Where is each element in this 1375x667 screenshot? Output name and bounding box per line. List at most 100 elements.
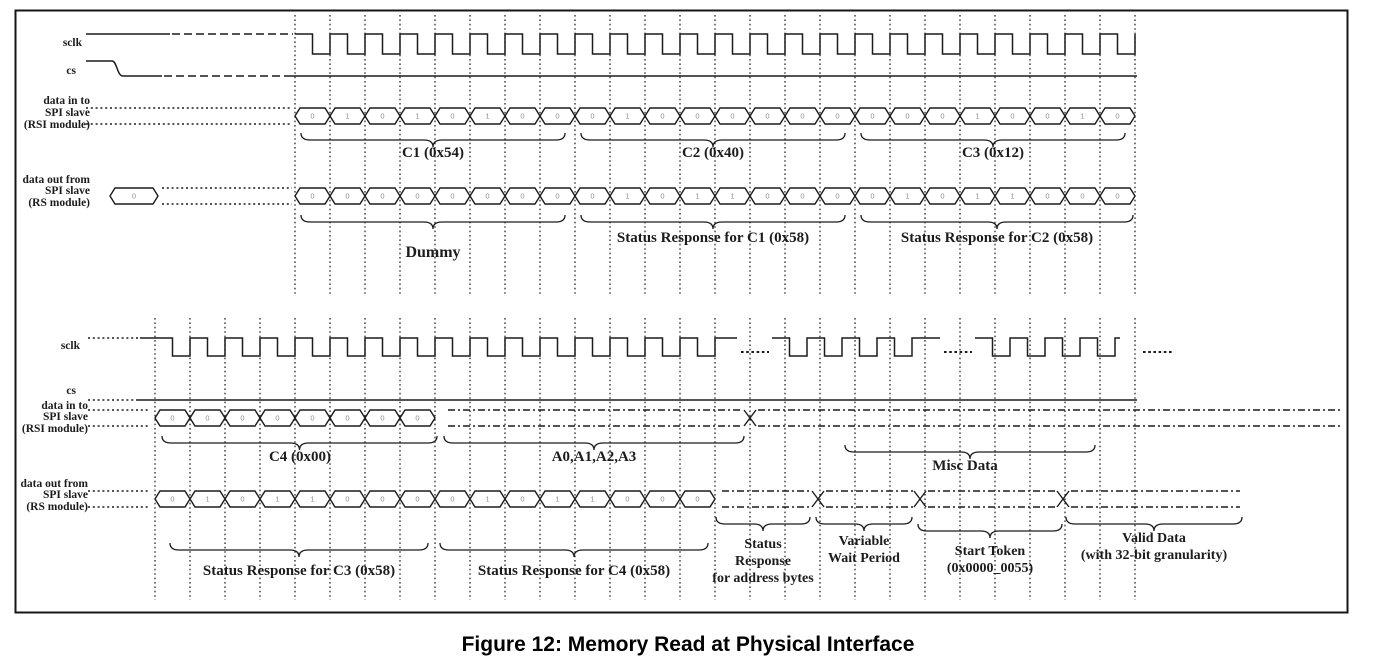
bit-value: 1 [625,192,629,201]
p1-data-in-label-line3: (RSI module) [24,119,90,131]
bit-value: 0 [730,112,734,121]
p2-data-out-label-line1: data out from [20,478,88,490]
bit-value: 0 [660,192,664,201]
p1-data-in-brace-0 [300,132,566,148]
bit-value: 0 [800,192,804,201]
bit-value: 0 [520,495,524,504]
bit-value: 0 [240,414,244,423]
bit-value: 0 [555,112,559,121]
p2-gridlines [154,318,1136,600]
p1-data-out-label-line2: SPI slave [45,185,90,197]
bit-value: 0 [1045,112,1049,121]
bit-value: 0 [1045,192,1049,201]
bit-value: 0 [450,192,454,201]
p2-sclk-wave-seg2 [772,337,940,357]
bit-value: 0 [415,495,419,504]
bit-cell [679,490,716,508]
p1-data-out-brace-0 [300,214,566,230]
p2-data-out-x-2 [913,490,927,508]
p1-data-out-group-label-1: Status Response for C1 (0x58) [617,230,809,246]
bit-value: 0 [415,414,419,423]
bit-value: 0 [520,112,524,121]
bit-value: 0 [835,112,839,121]
bit-value: 0 [310,192,314,201]
bit-value: 0 [450,112,454,121]
bit-value: 1 [345,112,349,121]
bit-value: 0 [345,414,349,423]
p2-data-out-group-label-0: Status Response for C3 (0x58) [203,563,395,579]
bit-value: 0 [132,192,136,201]
p2-data-in-region-label-addr: A0,A1,A2,A3 [552,449,637,465]
p2-data-out-region-brace-2 [917,523,1063,539]
bit-value: 0 [1080,192,1084,201]
bit-cell [1099,107,1136,125]
p2-data-in-group-label-c4: C4 (0x00) [269,449,331,465]
p2-data-out-region-label-3: Valid Data(with 32-bit granularity) [1081,531,1228,563]
p1-data-in-group-label-1: C2 (0x40) [682,145,744,161]
bit-value: 0 [905,112,909,121]
p1-data-out-label-line1: data out from [22,174,90,186]
p1-sclk-label: sclk [63,37,83,49]
bit-value: 1 [1010,192,1014,201]
bit-value: 0 [660,495,664,504]
p1-data-in-label-line2: SPI slave [45,107,90,119]
bit-value: 0 [695,495,699,504]
p1-data-out-brace-1 [580,214,846,230]
bit-value: 0 [275,414,279,423]
bit-value: 1 [275,495,279,504]
figure-border [14,9,1349,614]
p2-data-out-region-brace-3 [1065,516,1243,532]
bit-value: 1 [555,495,559,504]
bit-value: 0 [345,495,349,504]
bit-value: 0 [590,192,594,201]
p2-data-in-brace-addr [443,435,745,451]
p1-data-out-group-label-0: Dummy [405,244,460,261]
p1-data-out-brace-2 [860,214,1134,230]
p2-data-out-brace-0 [169,542,429,558]
p2-data-out-label-line2: SPI slave [43,489,88,501]
p1-data-in-label-line1: data in to [43,95,90,107]
bit-value: 1 [730,192,734,201]
bit-value: 0 [555,192,559,201]
bit-value: 1 [590,495,594,504]
bit-value: 0 [380,112,384,121]
bit-value: 0 [625,495,629,504]
bit-value: 0 [380,192,384,201]
bit-value: 1 [625,112,629,121]
bit-value: 0 [940,192,944,201]
bit-value: 0 [310,414,314,423]
bit-value: 1 [975,192,979,201]
bit-value: 0 [450,495,454,504]
p2-data-in-brace-misc [844,444,1096,460]
bit-value: 1 [905,192,909,201]
bit-value: 0 [1010,112,1014,121]
bit-value: 0 [1115,112,1119,121]
p1-data-in-brace-1 [580,132,846,148]
bit-value: 0 [205,414,209,423]
bit-value: 0 [940,112,944,121]
bit-value: 0 [590,112,594,121]
bit-value: 1 [205,495,209,504]
bit-value: 0 [520,192,524,201]
bit-value: 1 [415,112,419,121]
p1-data-in-group-label-2: C3 (0x12) [962,145,1024,161]
p2-data-out-region-brace-0 [715,516,811,532]
bit-value: 0 [800,112,804,121]
bit-value: 0 [870,112,874,121]
p2-data-in-label-line3: (RSI module) [22,423,88,435]
bit-value: 0 [1115,192,1119,201]
bit-value: 1 [485,495,489,504]
p2-cs-label: cs [66,385,76,397]
bit-cell [1099,187,1136,205]
p2-data-in-brace-c4 [161,435,438,451]
p1-data-in-brace-2 [860,132,1126,148]
bit-value: 0 [765,192,769,201]
p2-data-out-x-1 [811,490,825,508]
p2-data-out-region-brace-1 [815,516,913,532]
bit-cell [109,187,159,205]
bit-value: 0 [380,495,384,504]
